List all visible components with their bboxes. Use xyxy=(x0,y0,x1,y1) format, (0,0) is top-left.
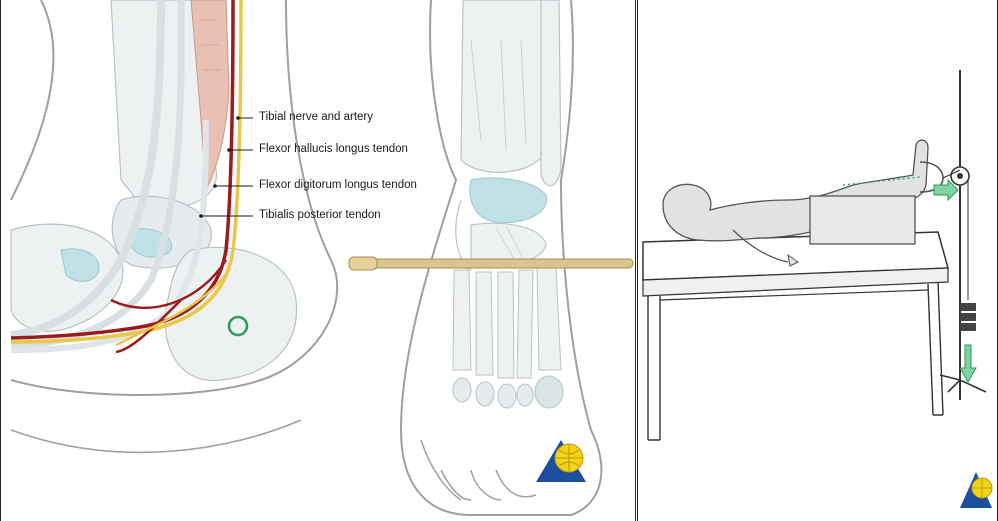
toes-outline xyxy=(421,440,536,500)
leader-dot-3 xyxy=(213,184,217,188)
label-tibial-nerve-artery: Tibial nerve and artery xyxy=(259,111,373,123)
label-flexor-digitorum-longus: Flexor digitorum longus tendon xyxy=(259,179,417,191)
ankle-anatomy-illustration xyxy=(1,0,636,521)
metatarsals xyxy=(453,268,561,378)
leader-dot-2 xyxy=(227,148,231,152)
skin-outline-sole xyxy=(11,420,301,452)
leg-support-block xyxy=(810,196,915,244)
phalanges xyxy=(453,376,563,408)
pole-base xyxy=(940,375,986,392)
ao-logo-icon xyxy=(960,472,992,508)
tarsal-bones xyxy=(471,223,546,264)
pulley-axle xyxy=(957,173,963,179)
label-tibialis-posterior: Tibialis posterior tendon xyxy=(259,209,381,221)
table-leg-left xyxy=(648,296,660,440)
weight-plate-3 xyxy=(960,323,976,331)
ao-logo-icon xyxy=(536,440,586,482)
pin-handle xyxy=(349,257,377,270)
talus-front xyxy=(470,178,547,223)
weight-plate-1 xyxy=(960,303,976,311)
leader-dot-4 xyxy=(199,214,203,218)
weight-arrow-icon xyxy=(960,345,976,382)
label-flexor-hallucis-longus: Flexor hallucis longus tendon xyxy=(259,143,408,155)
fibula-front xyxy=(541,0,561,186)
skin-outline-heel-front xyxy=(11,0,53,200)
traction-setup-panel xyxy=(637,0,998,521)
leader-dot-1 xyxy=(236,116,240,120)
weight-plate-2 xyxy=(960,313,976,321)
traction-illustration xyxy=(638,0,998,521)
anatomy-panel: Tibial nerve and artery Flexor hallucis … xyxy=(0,0,636,521)
transfixion-pin xyxy=(351,259,633,268)
table-leg-right xyxy=(928,282,943,415)
